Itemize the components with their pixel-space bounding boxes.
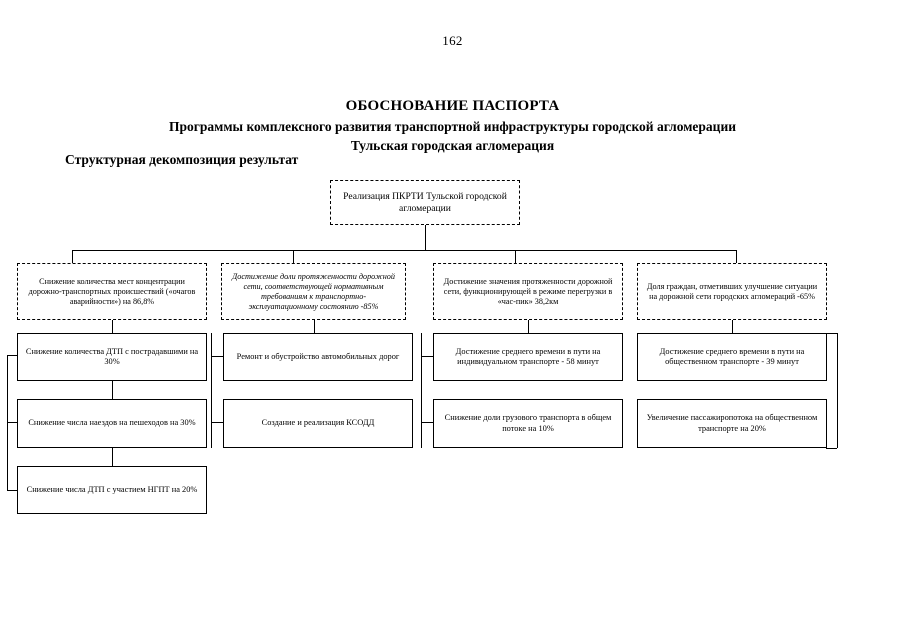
connector-bus — [72, 250, 736, 251]
diagram-node-c2-1-label: Ремонт и обустройство автомобильных доро… — [236, 351, 400, 361]
connector-c1-rail-stub-1 — [7, 355, 18, 356]
diagram-node-c3-1-label: Достижение среднего времени в пути на ин… — [455, 346, 601, 366]
diagram-node-c1-3: Снижение числа ДТП с участием НГПТ на 20… — [17, 466, 207, 514]
diagram-node-c1-2: Снижение числа наездов на пешеходов на 3… — [17, 399, 207, 448]
connector-c3-rail-stub-2 — [421, 422, 433, 423]
connector-c2-rail-stub-2 — [211, 422, 223, 423]
connector-c4-goal-drop — [732, 320, 733, 333]
diagram-node-goal-3: Достижение значения протяженности дорожн… — [433, 263, 623, 320]
page-title: ОБОСНОВАНИЕ ПАСПОРТА — [345, 98, 560, 114]
connector-bus-drop-3 — [515, 250, 516, 263]
page-subtitle-line3: Тульская городская агломерация — [350, 138, 555, 153]
page-subtitle-line2: Программы комплексного развития транспор… — [168, 119, 736, 134]
connector-bus-drop-2 — [293, 250, 294, 263]
diagram-node-c3-1: Достижение среднего времени в пути на ин… — [433, 333, 623, 381]
diagram-node-c3-2-label: Снижение доли грузового транспорта в общ… — [444, 413, 612, 433]
diagram-node-c1-3-label: Снижение числа ДТП с участием НГПТ на 20… — [26, 484, 198, 494]
diagram-node-c1-1: Снижение количества ДТП с пострадавшими … — [17, 333, 207, 381]
diagram-node-c4-1-label: Достижение среднего времени в пути на об… — [659, 346, 805, 366]
diagram-node-c2-2-label: Создание и реализация КСОДД — [261, 418, 375, 428]
diagram-node-goal-4: Доля граждан, отметивших улучшение ситуа… — [637, 263, 827, 320]
diagram-node-root-label: Реализация ПКРТИ Тульской городской агло… — [343, 190, 507, 214]
connector-c1-goal-drop — [112, 320, 113, 333]
connector-root-stem — [425, 225, 426, 250]
diagram-node-c1-1-label: Снижение количества ДТП с пострадавшими … — [25, 346, 199, 366]
connector-c2-goal-drop — [314, 320, 315, 333]
connector-c3-rail-stub-1 — [421, 356, 433, 357]
diagram-node-goal-2: Достижение доли протяженности дорожной с… — [221, 263, 406, 320]
diagram-node-c2-1: Ремонт и обустройство автомобильных доро… — [223, 333, 413, 381]
connector-c4-rail — [837, 333, 838, 448]
connector-c1-link-1 — [112, 381, 113, 399]
diagram-node-c2-2: Создание и реализация КСОДД — [223, 399, 413, 448]
diagram-node-c4-2-label: Увеличение пассажиропотока на общественн… — [646, 413, 818, 433]
diagram-node-goal-1: Снижение количества мест концентрации до… — [17, 263, 207, 320]
connector-c3-rail — [421, 333, 422, 448]
diagram-node-goal-2-label: Достижение доли протяженности дорожной с… — [232, 271, 395, 311]
connector-bus-drop-1 — [72, 250, 73, 263]
diagram-node-goal-3-label: Достижение значения протяженности дорожн… — [443, 276, 613, 306]
diagram-node-goal-4-label: Доля граждан, отметивших улучшение ситуа… — [646, 281, 818, 301]
connector-c2-rail-stub-1 — [211, 356, 223, 357]
diagram-node-c4-1: Достижение среднего времени в пути на об… — [637, 333, 827, 381]
connector-c1-rail-stub-3 — [7, 490, 18, 491]
connector-c1-link-2 — [112, 448, 113, 466]
page-number: 162 — [442, 33, 463, 48]
connector-bus-drop-4 — [736, 250, 737, 263]
diagram-node-root: Реализация ПКРТИ Тульской городской агло… — [330, 180, 520, 225]
connector-c1-rail-stub-2 — [7, 422, 18, 423]
diagram-node-goal-1-label: Снижение количества мест концентрации до… — [28, 276, 196, 306]
diagram-node-c1-2-label: Снижение числа наездов на пешеходов на 3… — [28, 418, 196, 428]
diagram-node-c3-2: Снижение доли грузового транспорта в общ… — [433, 399, 623, 448]
connector-c2-rail — [211, 333, 212, 448]
connector-c3-goal-drop — [528, 320, 529, 333]
connector-c4-rail-stub-1 — [826, 333, 837, 334]
section-heading: Структурная декомпозиция результат — [65, 152, 299, 167]
diagram-node-c4-2: Увеличение пассажиропотока на общественн… — [637, 399, 827, 448]
connector-c4-rail-stub-2 — [826, 448, 837, 449]
